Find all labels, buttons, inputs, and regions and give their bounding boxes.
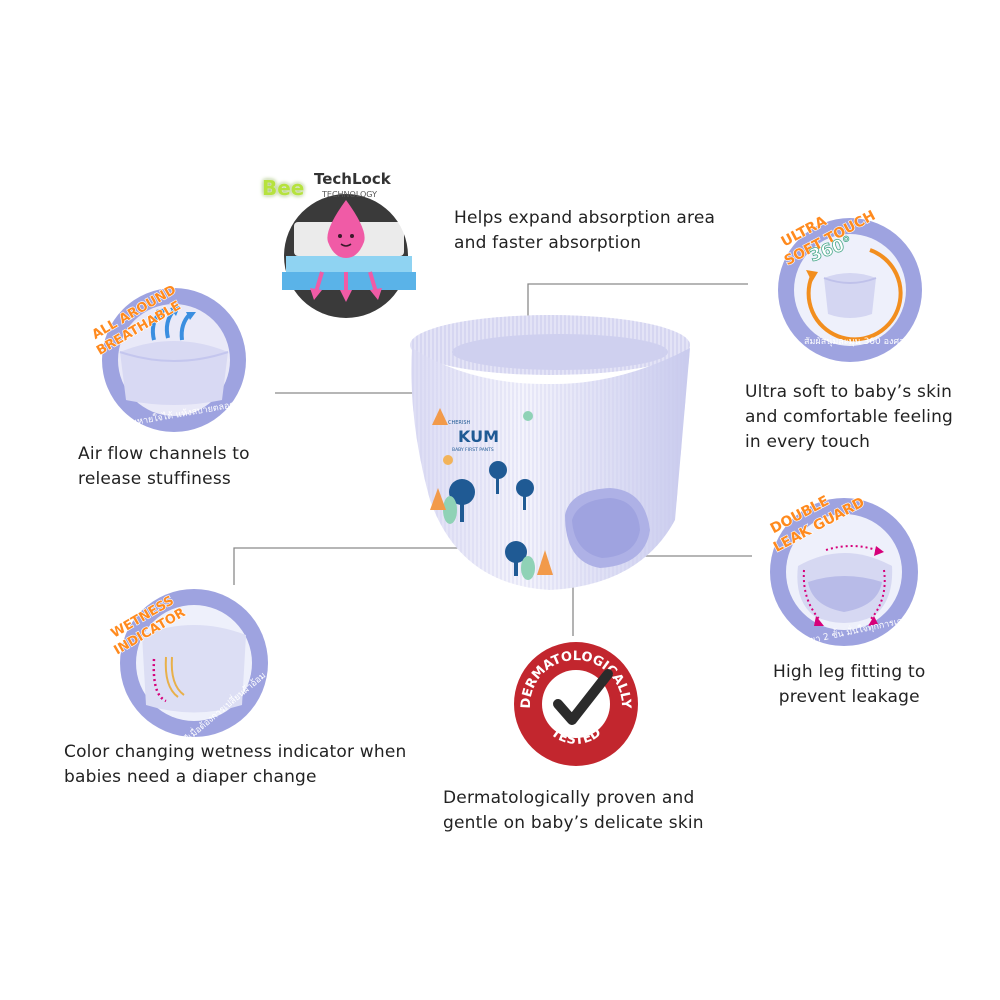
techlock-illustration (282, 194, 416, 318)
airflow-arrow-icon (150, 310, 162, 341)
derma-caption: Dermatologically proven and gentle on ba… (443, 788, 704, 833)
soft-touch-caption: Ultra soft to baby’s skin and comfortabl… (745, 382, 954, 452)
diaper-product-image: CHERISH KUM BABY FIRST PANTS (410, 315, 690, 590)
feature-techlock: Bee TechLock TECHNOLOGY (258, 160, 438, 320)
feature-derma: DERMATOLOGICALLY TESTED (500, 640, 650, 770)
feature-wetness: WETNESS INDICATOR เปลี่ยนสีเมื่อต้องการเ… (94, 575, 294, 762)
feature-breathable: ALL AROUND BREATHABLE ผ้าอ้อมหายใจได้ แห… (62, 260, 272, 440)
derma-seal-bottom-text: TESTED (548, 725, 604, 748)
brand-sub: BABY FIRST PANTS (452, 447, 494, 453)
brand-small: CHERISH (448, 420, 471, 426)
tree-pattern (430, 408, 553, 580)
brand-name: KUM (458, 427, 499, 446)
techlock-logo-name: TechLock (314, 170, 391, 188)
wetness-caption: Color changing wetness indicator when ba… (64, 742, 407, 787)
techlock-logo-bee: Bee (262, 176, 305, 200)
checkmark-icon (553, 669, 613, 725)
feature-leak-guard: DOUBLE LEAK GUARD ขอบขา 2 ชั้น มั่นใจทุก… (752, 470, 942, 655)
techlock-logo: Bee TechLock TECHNOLOGY (258, 166, 438, 206)
leak-guard-caption: High leg fitting to prevent leakage (773, 662, 926, 707)
rotation-arrow-icon (806, 248, 903, 342)
techlock-caption: Helps expand absorption area and faster … (454, 208, 716, 253)
feature-soft-touch: ULTRA SOFT TOUCH 360° สัมผัสนุ่มละมุน 36… (752, 196, 942, 376)
breathable-caption: Air flow channels to release stuffiness (78, 444, 250, 489)
wetness-indicator-dots-icon (152, 658, 167, 703)
soft-touch-thai-text: สัมผัสนุ่มละมุน 360 องศา (804, 337, 904, 347)
techlock-logo-sub: TECHNOLOGY (322, 190, 377, 199)
